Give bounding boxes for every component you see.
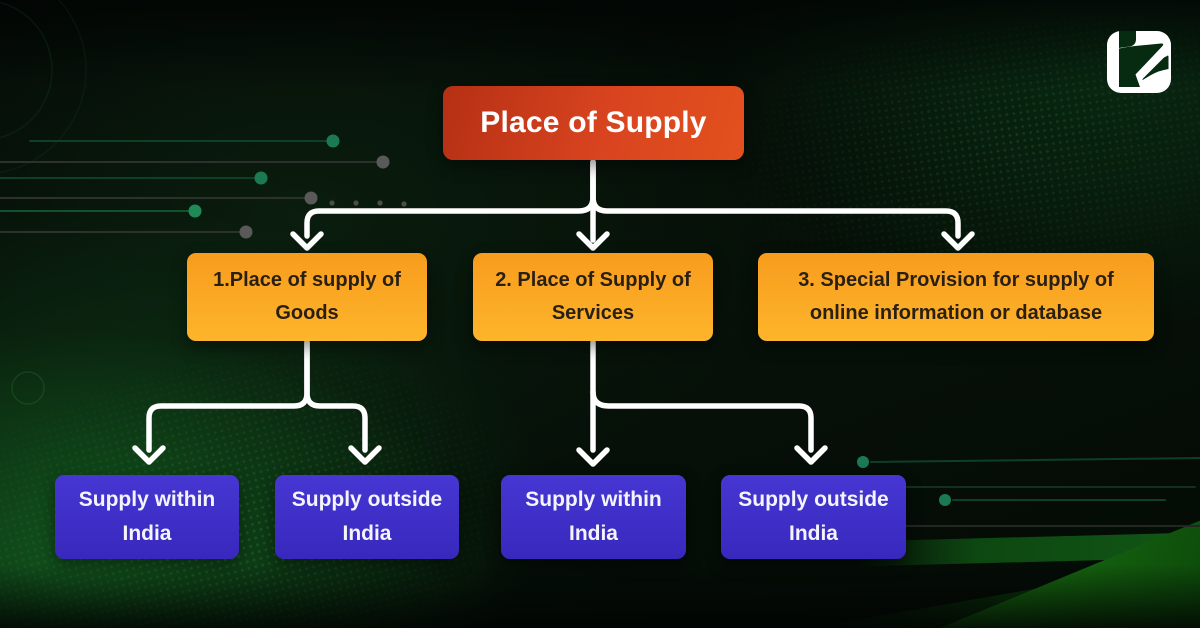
node-label-line2: India [788, 522, 838, 545]
node-services-supply-within-india: Supply within India [501, 475, 686, 559]
node-label-line2: India [568, 522, 618, 545]
node-label-line1: Supply outside [738, 488, 889, 511]
node-label-line2: Services [551, 302, 635, 324]
node-supply-of-goods: 1.Place of supply of Goods [187, 253, 427, 341]
node-label-line1: 2. Place of Supply of [495, 269, 691, 291]
node-goods-supply-outside-india: Supply outside India [275, 475, 459, 559]
node-supply-of-services: 2. Place of Supply of Services [473, 253, 713, 341]
node-label-line1: Supply outside [291, 488, 443, 511]
node-label-line1: Supply within [78, 488, 216, 511]
top-vignette [0, 0, 1200, 90]
node-label-line2: online information or database [809, 302, 1103, 324]
node-place-of-supply: Place of Supply [443, 86, 744, 160]
node-label-line1: 3. Special Provision for supply of [798, 269, 1114, 291]
node-goods-supply-within-india: Supply within India [55, 475, 239, 559]
node-services-supply-outside-india: Supply outside India [721, 475, 906, 559]
node-special-provision: 3. Special Provision for supply of onlin… [758, 253, 1154, 341]
node-label-line2: Goods [275, 302, 339, 324]
node-label-line1: 1.Place of supply of [213, 269, 401, 291]
bottom-vignette [0, 564, 1200, 628]
node-label-line2: India [122, 522, 172, 545]
node-label: Place of Supply [480, 106, 707, 139]
node-label-line1: Supply within [525, 488, 662, 511]
brand-logo-icon [1107, 31, 1171, 93]
node-label-line2: India [342, 522, 392, 545]
